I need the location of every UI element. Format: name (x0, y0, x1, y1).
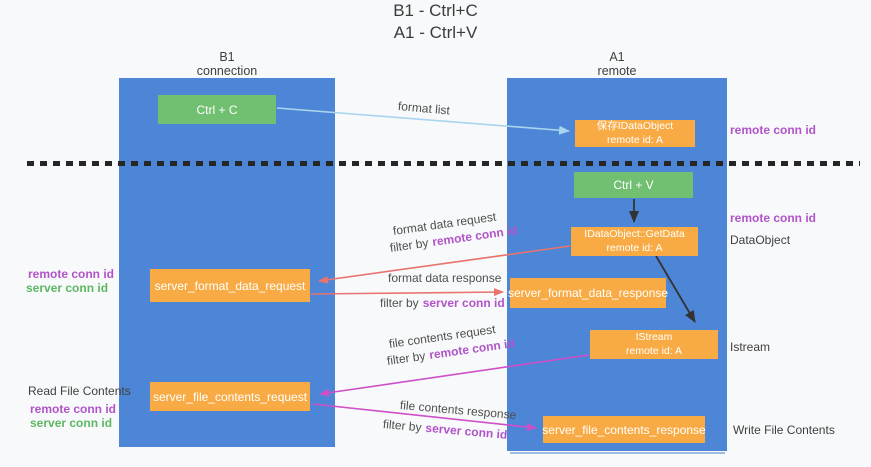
node-server-file-contents-request: server_file_contents_request (150, 382, 310, 411)
node-save-idataobject: 保存IDataObject remote id: A (575, 120, 695, 147)
side-label-read-file-contents: Read File Contents (28, 384, 131, 398)
node-save-idataobject-line1: 保存IDataObject (596, 120, 674, 133)
filter-key-server-conn-id: server conn id (422, 296, 505, 310)
filter-by-text: filter by (389, 235, 430, 255)
title-line-2: A1 - Ctrl+V (393, 23, 478, 43)
node-getdata-line2: remote id: A (606, 241, 663, 254)
lane-a1-subtitle: remote (597, 64, 637, 79)
node-ctrl-v: Ctrl + V (574, 172, 693, 198)
edge-label-format-data-response: format data response (388, 271, 502, 285)
filter-by-text: filter by (380, 296, 419, 310)
filter-key-server-conn-id: server conn id (424, 420, 508, 442)
edge-label-format-list: format list (397, 99, 451, 118)
side-label-istream: Istream (730, 340, 771, 354)
filter-by-text: filter by (386, 348, 427, 368)
node-format-request-label: server_format_data_request (154, 278, 306, 293)
side-label-remote-conn-id-mid: remote conn id (730, 211, 817, 225)
edge-label-file-contents-response: file contents response (399, 398, 517, 423)
lane-a1-title: A1 (609, 50, 625, 64)
node-server-format-data-request: server_format_data_request (150, 269, 310, 302)
page-title: B1 - Ctrl+C A1 - Ctrl+V (0, 0, 871, 44)
node-file-request-label: server_file_contents_request (152, 389, 308, 404)
clipboard-divider-dashed-line (27, 161, 860, 166)
side-label-remote-conn-id-left1: remote conn id (28, 267, 115, 281)
node-istream-line2: remote id: A (625, 344, 683, 357)
title-line-1: B1 - Ctrl+C (393, 1, 478, 20)
lane-header-b1: B1 connection (119, 50, 335, 79)
node-file-response-label: server_file_contents_response (542, 422, 706, 437)
lane-header-a1: A1 remote (507, 50, 727, 79)
node-istream: IStream remote id: A (590, 330, 718, 359)
lane-a1-bottom-edge (510, 452, 725, 454)
node-server-file-contents-response: server_file_contents_response (542, 416, 706, 443)
node-format-response-label: server_format_data_response (507, 286, 669, 300)
node-ctrl-c: Ctrl + C (158, 95, 276, 124)
side-label-dataobject: DataObject (730, 233, 791, 247)
side-label-remote-conn-id-top: remote conn id (730, 123, 817, 137)
format-data-response-arrow (310, 288, 504, 297)
node-save-idataobject-line2: remote id: A (606, 133, 664, 146)
node-idataobject-getdata: IDataObject::GetData remote id: A (571, 227, 698, 256)
node-istream-line1: IStream (635, 331, 673, 344)
side-label-write-file-contents: Write File Contents (733, 423, 835, 437)
node-getdata-line1: IDataObject::GetData (584, 228, 685, 241)
lane-b1-subtitle: connection (196, 64, 258, 79)
node-ctrl-v-label: Ctrl + V (613, 178, 654, 192)
side-label-remote-conn-id-left2: remote conn id (30, 402, 117, 416)
node-server-format-data-response: server_format_data_response (507, 278, 669, 308)
side-label-server-conn-id-left2: server conn id (30, 416, 113, 430)
lane-b1-title: B1 (219, 50, 235, 64)
side-label-server-conn-id-left1: server conn id (26, 281, 109, 295)
filter-by-text: filter by (382, 417, 423, 435)
node-ctrl-c-label: Ctrl + C (196, 102, 238, 117)
